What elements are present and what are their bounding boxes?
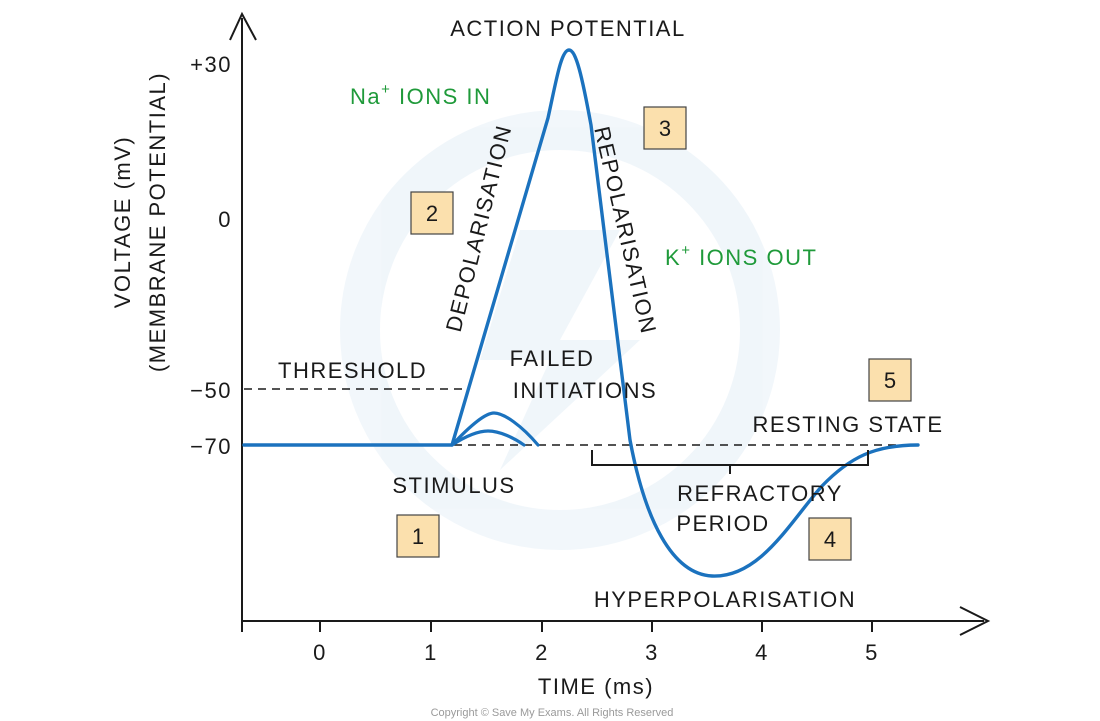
stage-box-2: 2: [410, 191, 454, 235]
x-tick-0: 0: [313, 640, 327, 665]
diagram-title: ACTION POTENTIAL: [450, 16, 685, 41]
x-axis-arrowhead: [959, 606, 991, 636]
x-tick-5: 5: [865, 640, 879, 665]
k-ions-out-label: K+ IONS OUT: [665, 242, 817, 270]
x-tick-3: 3: [645, 640, 659, 665]
x-tick-marks: [241, 621, 873, 632]
stage-box-5: 5: [868, 358, 912, 402]
resting-state-label: RESTING STATE: [752, 412, 943, 437]
svg-text:1: 1: [412, 524, 424, 549]
x-tick-2: 2: [535, 640, 549, 665]
watermark-logo: [340, 110, 780, 550]
failed-initiations-line1: FAILED: [510, 346, 595, 371]
na-ions-in-label: Na+ IONS IN: [350, 81, 491, 109]
x-tick-4: 4: [755, 640, 769, 665]
axes: [229, 11, 991, 636]
svg-text:5: 5: [884, 368, 896, 393]
y-axis-arrowhead: [229, 11, 257, 41]
stimulus-label: STIMULUS: [392, 473, 515, 498]
y-tick-minus70: −70: [190, 434, 232, 459]
refractory-period-line2: PERIOD: [676, 511, 769, 536]
stage-box-4: 4: [808, 517, 852, 561]
x-axis-title: TIME (ms): [538, 674, 654, 699]
stage-box-1: 1: [396, 514, 440, 558]
y-tick-plus30: +30: [190, 52, 232, 77]
y-tick-0: 0: [218, 207, 232, 232]
action-potential-curve: [242, 48, 920, 578]
y-tick-minus50: −50: [190, 378, 232, 403]
failed-initiation-curve-large: [450, 411, 540, 447]
hyperpolarisation-label: HYPERPOLARISATION: [594, 587, 856, 612]
refractory-period-line1: REFRACTORY: [677, 481, 843, 506]
failed-initiations-line2: INITIATIONS: [513, 378, 657, 403]
svg-text:3: 3: [659, 116, 671, 141]
x-tick-1: 1: [424, 640, 438, 665]
threshold-label: THRESHOLD: [278, 358, 427, 383]
refractory-period-bracket: [591, 450, 869, 474]
failed-initiation-curve-small: [450, 429, 526, 447]
svg-text:2: 2: [426, 201, 438, 226]
svg-text:4: 4: [824, 527, 836, 552]
stage-box-3: 3: [643, 106, 687, 150]
y-axis-title-line2: (MEMBRANE POTENTIAL): [145, 72, 170, 372]
copyright-notice: Copyright © Save My Exams. All Rights Re…: [431, 707, 674, 719]
y-axis-title-line1: VOLTAGE (mV): [110, 136, 135, 308]
